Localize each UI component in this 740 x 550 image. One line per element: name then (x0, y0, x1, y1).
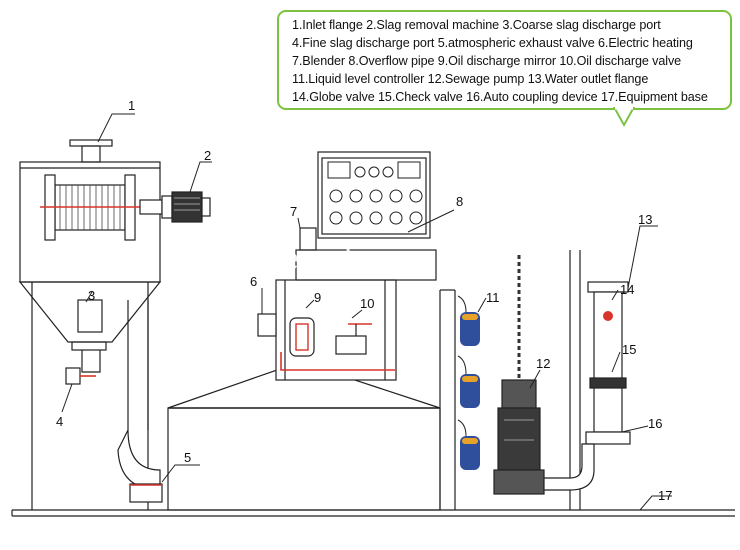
legend-line-1: 1.Inlet flange 2.Slag removal machine 3.… (292, 18, 661, 32)
callout-16: 16 (648, 416, 662, 431)
heating-line (280, 352, 395, 371)
callout-15: 15 (622, 342, 636, 357)
callout-1: 1 (128, 98, 135, 113)
callout-8: 8 (456, 194, 463, 209)
callout-4: 4 (56, 414, 63, 429)
legend-callout: 1.Inlet flange 2.Slag removal machine 3.… (277, 10, 732, 110)
callout-17: 17 (658, 488, 672, 503)
legend-line-4: 11.Liquid level controller 12.Sewage pum… (292, 72, 649, 86)
callout-12: 12 (536, 356, 550, 371)
oil-mirror (257, 313, 315, 357)
callout-13: 13 (638, 212, 652, 227)
oil-valve (335, 323, 372, 355)
legend-line-3: 7.Blender 8.Overflow pipe 9.Oil discharg… (292, 54, 682, 68)
equipment-base (11, 509, 735, 517)
watermark: en.china.cn (280, 240, 454, 278)
callout-14: 14 (620, 282, 634, 297)
callout-5: 5 (184, 450, 191, 465)
legend-line-2: 4.Fine slag discharge port 5.atmospheric… (292, 36, 693, 50)
callout-6: 6 (250, 274, 257, 289)
callout-leaders (61, 113, 672, 511)
exhaust-pipe (117, 300, 163, 503)
control-panel (327, 161, 423, 225)
callout-11: 11 (486, 290, 500, 305)
pump-sump (439, 250, 581, 510)
legend-line-5: 14.Globe valve 15.Check valve 16.Auto co… (292, 90, 708, 104)
slag-motor (139, 191, 211, 223)
level-floats (457, 295, 480, 470)
callout-3: 3 (88, 288, 95, 303)
callout-9: 9 (314, 290, 321, 305)
callout-7: 7 (290, 204, 297, 219)
legend-pointer (612, 107, 636, 128)
callout-2: 2 (204, 148, 211, 163)
sewage-pump (493, 255, 545, 495)
slag-tank (18, 139, 162, 510)
callout-numbers: 1 2 3 4 5 6 7 8 9 10 11 12 13 14 15 16 1… (56, 98, 672, 503)
callout-10: 10 (360, 296, 374, 311)
fine-slag-valve (65, 367, 96, 385)
outlet-pipe (543, 281, 631, 491)
